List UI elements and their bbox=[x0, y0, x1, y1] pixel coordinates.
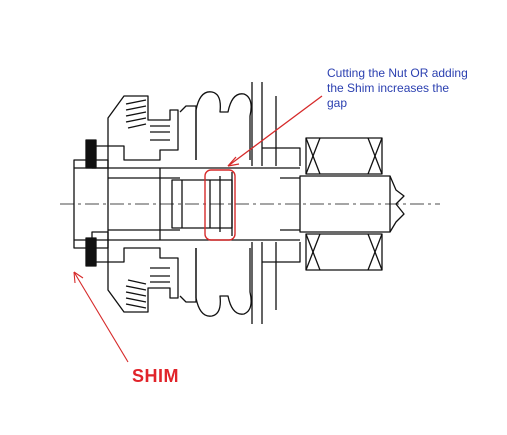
outer-nut bbox=[299, 137, 405, 271]
lower-pulley bbox=[195, 248, 252, 317]
shim-label: SHIM bbox=[132, 366, 179, 386]
shaft bbox=[108, 167, 300, 241]
lower-spring-pack bbox=[107, 247, 197, 313]
callout-arrow bbox=[227, 95, 323, 167]
upper-pulley bbox=[195, 91, 252, 160]
housing-wall bbox=[251, 82, 301, 324]
shim-plate bbox=[85, 139, 97, 267]
shim-arrow bbox=[73, 271, 129, 363]
upper-spring-pack bbox=[107, 95, 197, 161]
nut-gap-highlight bbox=[204, 169, 236, 241]
inner-nut bbox=[171, 172, 233, 236]
callout-annotation: Cutting the Nut OR adding the Shim incre… bbox=[327, 66, 468, 110]
